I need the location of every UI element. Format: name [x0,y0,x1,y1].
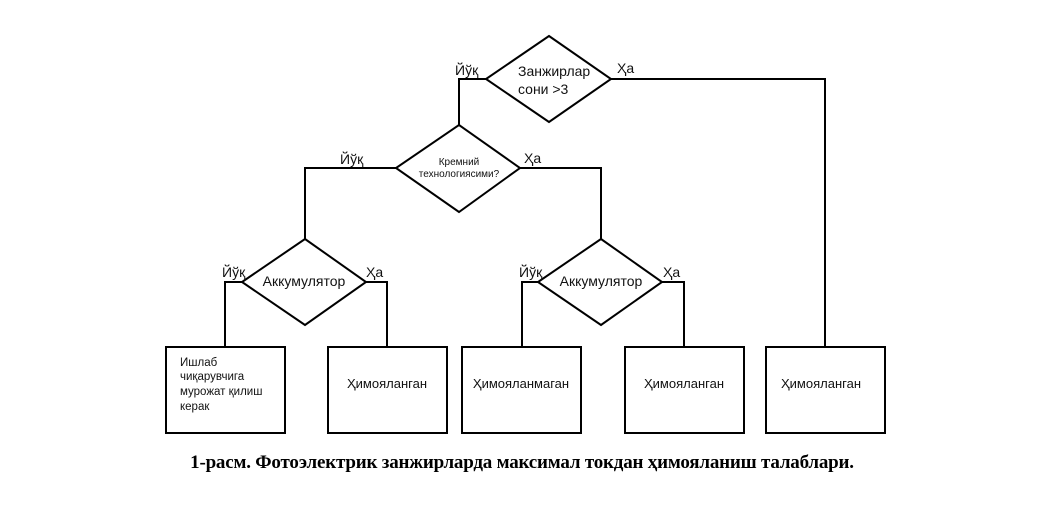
decision-text-line1: Кремний [439,157,480,168]
outcome-protected-1: Ҳимояланган [327,346,448,434]
outcome-text-line: чиқарувчига [180,371,245,383]
decision-text: Аккумулятор [560,273,643,289]
decision-text-line2: технологиясими? [419,169,500,180]
outcome-box [765,346,886,434]
outcome-text-line: мурожат қилиш [180,386,262,398]
decision-diamond [394,123,522,214]
decision-text-line2: сони >3 [518,81,569,97]
decision-diamond [536,237,664,327]
branch-label-no: Йўқ [519,263,543,280]
outcome-box [165,346,286,434]
outcome-box [624,346,745,434]
decision-chains-count: Занжирлар сони >3 [484,34,613,124]
connector-battery-left-no [224,281,242,347]
outcome-box [461,346,582,434]
decision-diamond [484,34,613,124]
connector-chains-yes [611,78,826,347]
branch-label-yes: Ҳа [366,264,383,280]
branch-label-no: Йўқ [340,150,364,167]
decision-text: Аккумулятор [263,273,346,289]
outcome-text: Ҳимояланмаган [473,376,569,391]
connector-battery-left-yes [366,281,388,347]
connector-chains-no [458,78,486,125]
branch-label-yes: Ҳа [617,60,634,76]
decision-silicon-technology: Кремний технологиясими? [394,123,522,214]
branch-label-no: Йўқ [222,263,246,280]
outcome-text: Ҳимояланган [347,376,427,391]
branch-label-yes: Ҳа [663,264,680,280]
connector-battery-right-no [521,281,538,347]
outcome-box [327,346,448,434]
figure-caption: 1-расм. Фотоэлектрик занжирларда максима… [190,452,854,473]
outcome-contact-manufacturer: Ишлаб чиқарувчига мурожат қилиш керак [165,346,286,434]
decision-text-line1: Занжирлар [518,63,590,79]
outcome-protected-3: Ҳимояланган [765,346,886,434]
outcome-text-line: Ишлаб [180,357,218,369]
outcome-text-line: керак [180,401,210,413]
decision-battery-left: Аккумулятор [240,237,368,327]
decision-diamond [240,237,368,327]
branch-label-yes: Ҳа [524,150,541,166]
outcome-protected-2: Ҳимояланган [624,346,745,434]
outcome-text: Ҳимояланган [781,376,861,391]
outcome-unprotected: Ҳимояланмаган [461,346,582,434]
connector-battery-right-yes [662,281,685,347]
connector-silicon-no [304,167,396,239]
branch-label-no: Йўқ [455,61,479,78]
decision-battery-right: Аккумулятор [536,237,664,327]
connector-silicon-yes [520,167,602,239]
outcome-text: Ҳимояланган [644,376,724,391]
